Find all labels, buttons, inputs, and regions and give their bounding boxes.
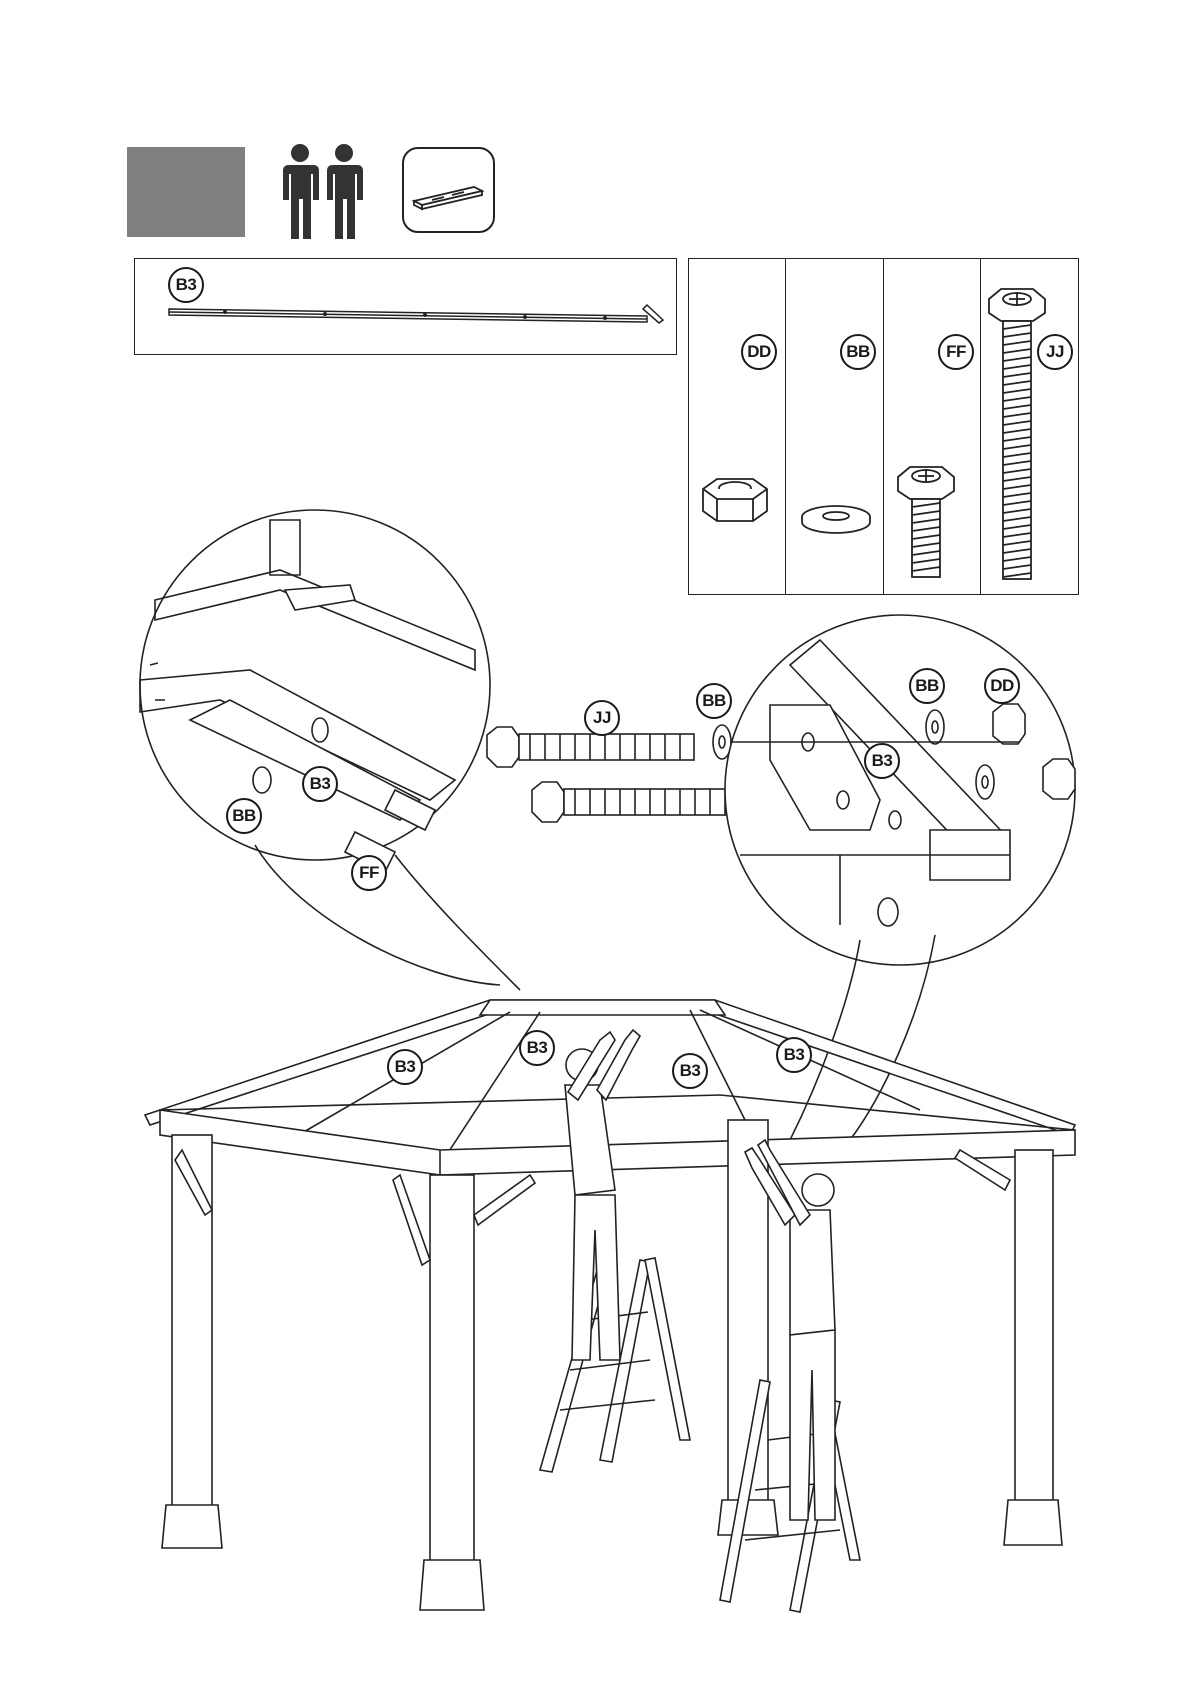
wrench-tool-icon [402,147,495,233]
scene-label-b3-1: B3 [387,1049,423,1085]
gazebo-scene [145,1000,1075,1612]
detail-left-label-ff: FF [351,855,387,891]
detail-right-label-bb: BB [909,668,945,704]
flat-washer-icon [786,259,884,594]
hex-nut-icon [689,259,786,594]
detail-left-label-b3: B3 [302,766,338,802]
detail-left-label-bb: BB [226,798,262,834]
scene-label-b3-2: B3 [519,1030,555,1066]
hardware-column-bb: BB [786,259,884,594]
exploded-bolts-middle [487,725,780,822]
detail-right-label-b3: B3 [864,743,900,779]
two-person-icon [278,143,368,243]
rafter-b3-drawing [135,259,676,354]
short-hex-bolt-icon [884,259,981,594]
exploded-label-jj: JJ [584,700,620,736]
hardware-column-dd: DD [689,259,786,594]
scene-label-b3-4: B3 [776,1037,812,1073]
exploded-label-bb: BB [696,683,732,719]
long-hex-bolt-icon [981,259,1078,594]
hardware-panel: DD BB FF [688,258,1079,595]
step-indicator [127,147,245,237]
hardware-column-jj: JJ [981,259,1078,594]
detail-circle-left [140,510,520,990]
hardware-column-ff: FF [884,259,981,594]
detail-right-label-dd: DD [984,668,1020,704]
scene-label-b3-3: B3 [672,1053,708,1089]
part-panel: B3 [134,258,677,355]
